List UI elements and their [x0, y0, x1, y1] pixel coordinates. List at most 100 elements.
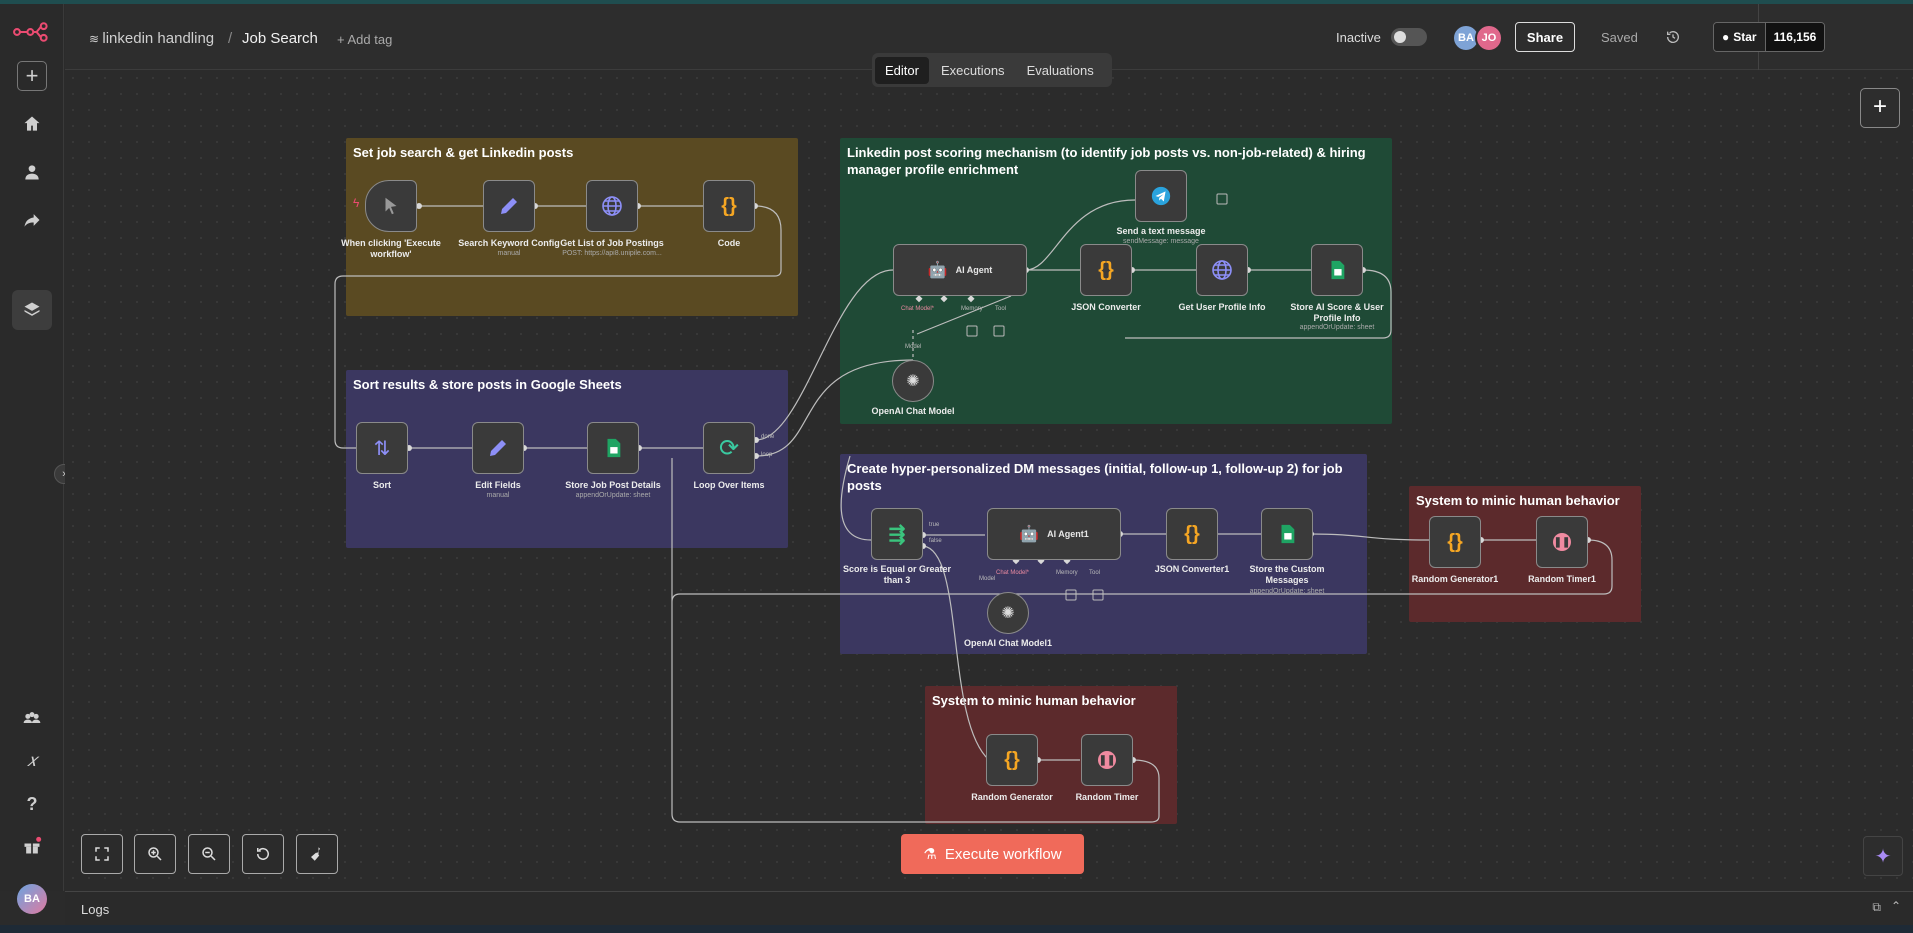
workflow-canvas[interactable]: Set job search & get Linkedin posts Sort…	[65, 70, 1913, 891]
create-button[interactable]: +	[17, 61, 47, 91]
add-node-button[interactable]: +	[1860, 88, 1900, 128]
node-label: OpenAI Chat Model1	[963, 638, 1052, 648]
chevron-up-icon[interactable]: ⌃	[1890, 899, 1901, 913]
robot-icon: 🤖	[927, 262, 948, 279]
layers-icon[interactable]	[12, 290, 52, 330]
variables-icon[interactable]: 𝑥	[26, 749, 38, 770]
send-text-message-node[interactable]	[1135, 170, 1187, 222]
github-star-label: Star	[1733, 30, 1757, 44]
json-converter-node[interactable]: {}	[1080, 244, 1132, 296]
top-strip	[0, 0, 1913, 4]
google-sheets-icon	[1331, 260, 1345, 280]
templates-icon[interactable]	[12, 698, 52, 738]
zoom-in-button[interactable]	[134, 834, 176, 874]
edit-fields-node[interactable]	[472, 422, 524, 474]
popout-icon[interactable]: ⧉	[1872, 900, 1881, 914]
sticky-title: System to minic human behavior	[1416, 493, 1620, 508]
manual-trigger-node[interactable]	[365, 180, 417, 232]
node-subtitle: manual	[486, 492, 510, 499]
code-node[interactable]: {}	[703, 180, 755, 232]
random-generator1-node[interactable]: {}	[1429, 516, 1481, 568]
node-subtitle: sendMessage: message	[1123, 238, 1199, 245]
sticky-title: System to minic human behavior	[932, 693, 1136, 708]
node-label: Random Generator1	[1411, 574, 1499, 584]
store-ai-score-node[interactable]	[1311, 244, 1363, 296]
tidy-up-button[interactable]	[296, 834, 338, 874]
globe-icon	[1212, 260, 1232, 280]
openai-icon: ✺	[906, 373, 920, 390]
port-label-done: done	[761, 434, 775, 440]
trigger-bolt-icon: ϟ	[353, 196, 360, 210]
status-label: Inactive	[1336, 30, 1381, 45]
ai-assistant-sparkle-icon[interactable]: ✦	[1863, 836, 1903, 876]
fit-view-button[interactable]	[81, 834, 123, 874]
sticky-note-human-behavior-2[interactable]: System to minic human behavior	[925, 686, 1177, 824]
reset-zoom-button[interactable]	[242, 834, 284, 874]
history-icon[interactable]	[1662, 26, 1684, 48]
tab-evaluations[interactable]: Evaluations	[1026, 62, 1094, 78]
node-label: Random Timer	[1075, 792, 1139, 802]
random-timer1-node[interactable]: ❚❚	[1536, 516, 1588, 568]
share-button[interactable]: Share	[1515, 22, 1575, 52]
zoom-out-button[interactable]	[188, 834, 230, 874]
node-label: JSON Converter1	[1154, 564, 1230, 574]
node-label: Get List of Job Postings	[560, 238, 664, 248]
search-keyword-config-node[interactable]	[483, 180, 535, 232]
breadcrumb-separator: /	[228, 30, 233, 47]
github-star-button[interactable]: ●Star	[1714, 23, 1765, 51]
execute-label: Execute workflow	[944, 845, 1062, 863]
loop-over-items-node[interactable]: ⟳	[703, 422, 755, 474]
github-star-count: 116,156	[1764, 23, 1825, 51]
gift-icon[interactable]	[12, 826, 52, 866]
node-label: Score is Equal or Greater than 3	[842, 564, 952, 585]
share-arrow-icon[interactable]	[12, 200, 52, 240]
sidebar: + 𝑥 ? BA	[0, 4, 64, 914]
execute-workflow-button[interactable]: ⚗Execute workflow	[901, 834, 1084, 874]
tab-editor[interactable]: Editor	[875, 56, 929, 84]
get-job-postings-node[interactable]	[586, 180, 638, 232]
undo-icon	[257, 847, 269, 860]
sort-node[interactable]: ⇅	[356, 422, 408, 474]
zoom-out-icon	[202, 847, 216, 861]
port-label-false: false	[929, 538, 942, 544]
random-timer-node[interactable]: ❚❚	[1081, 734, 1133, 786]
store-custom-messages-node[interactable]	[1261, 508, 1313, 560]
cursor-icon	[385, 197, 397, 215]
ai-agent1-node[interactable]: 🤖 AI Agent1	[987, 508, 1121, 560]
breadcrumb-project[interactable]: ≋ linkedin handling	[89, 30, 214, 47]
get-user-profile-node[interactable]	[1196, 244, 1248, 296]
broom-icon	[311, 847, 320, 861]
active-toggle[interactable]	[1391, 28, 1427, 46]
logs-panel[interactable]: Logs ⧉ ⌃	[65, 891, 1913, 925]
json-converter1-node[interactable]: {}	[1166, 508, 1218, 560]
pencil-icon	[490, 440, 506, 456]
home-icon[interactable]	[12, 104, 52, 144]
avatar-jo[interactable]: JO	[1475, 24, 1503, 52]
sticky-title: Set job search & get Linkedin posts	[353, 145, 574, 160]
openai-chat-model1-node[interactable]: ✺	[987, 592, 1029, 634]
n8n-logo-icon[interactable]	[8, 14, 56, 50]
help-icon[interactable]: ?	[26, 793, 38, 814]
logs-label: Logs	[81, 902, 110, 917]
user-icon[interactable]	[12, 152, 52, 192]
port-label-tool: Tool	[995, 306, 1007, 312]
node-label: Store Job Post Details	[565, 480, 661, 490]
tab-executions[interactable]: Executions	[940, 62, 1005, 78]
node-label: OpenAI Chat Model	[871, 406, 955, 416]
robot-icon: 🤖	[1019, 526, 1040, 543]
workflow-name[interactable]: Job Search	[242, 30, 318, 47]
random-generator-node[interactable]: {}	[986, 734, 1038, 786]
node-label: Get User Profile Info	[1178, 302, 1266, 312]
store-job-post-node[interactable]	[587, 422, 639, 474]
github-star-widget[interactable]: ●Star 116,156	[1713, 22, 1826, 52]
telegram-icon	[1151, 186, 1171, 206]
score-if-node[interactable]: ⇶	[871, 508, 923, 560]
node-label: Send a text message	[1116, 226, 1206, 236]
port-label-tool: Tool	[1089, 570, 1101, 576]
add-tag-link[interactable]: + Add tag	[337, 32, 393, 47]
openai-chat-model-node[interactable]: ✺	[892, 360, 934, 402]
ai-agent-node[interactable]: 🤖 AI Agent	[893, 244, 1027, 296]
os-taskbar	[0, 925, 1913, 933]
user-avatar[interactable]: BA	[17, 884, 47, 914]
pause-icon: ❚❚	[1553, 533, 1571, 551]
